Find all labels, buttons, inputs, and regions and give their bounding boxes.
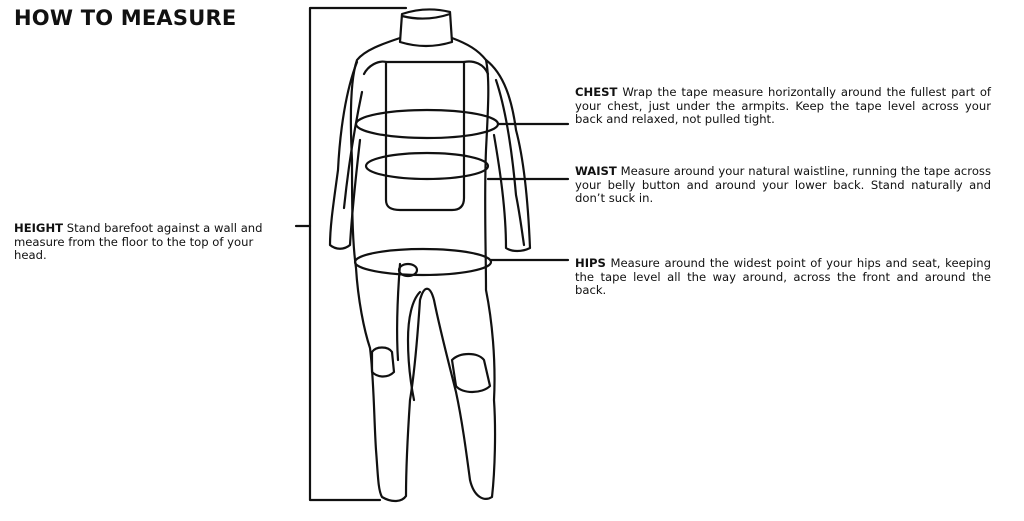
right-arm bbox=[484, 58, 532, 253]
height-label: HEIGHT bbox=[14, 221, 64, 235]
hips-tape bbox=[353, 247, 493, 277]
chest-text: Wrap the tape measure horizontally aroun… bbox=[575, 85, 991, 127]
hips-instruction: HIPS Measure around the widest point of … bbox=[575, 256, 992, 298]
waist-tape bbox=[364, 151, 490, 181]
hips-text: Measure around the widest point of your … bbox=[575, 256, 992, 298]
chest-instruction: CHEST Wrap the tape measure horizontally… bbox=[575, 85, 991, 127]
left-knee-panel bbox=[370, 346, 396, 378]
height-bracket bbox=[308, 6, 408, 502]
wetsuit-collar bbox=[398, 8, 454, 48]
waist-label: WAIST bbox=[575, 164, 617, 178]
height-text: Stand barefoot against a wall and measur… bbox=[14, 221, 263, 263]
wetsuit-body-outline bbox=[349, 36, 497, 503]
chest-label: CHEST bbox=[575, 85, 618, 99]
left-arm bbox=[328, 60, 362, 250]
chest-panel bbox=[384, 60, 466, 212]
waist-text: Measure around your natural waistline, r… bbox=[575, 164, 991, 206]
waist-instruction: WAIST Measure around your natural waistl… bbox=[575, 164, 991, 206]
page-title: HOW TO MEASURE bbox=[14, 6, 237, 30]
chest-tape bbox=[354, 108, 500, 140]
right-knee-panel bbox=[450, 352, 492, 394]
height-instruction: HEIGHT Stand barefoot against a wall and… bbox=[14, 221, 288, 263]
hips-label: HIPS bbox=[575, 256, 606, 270]
